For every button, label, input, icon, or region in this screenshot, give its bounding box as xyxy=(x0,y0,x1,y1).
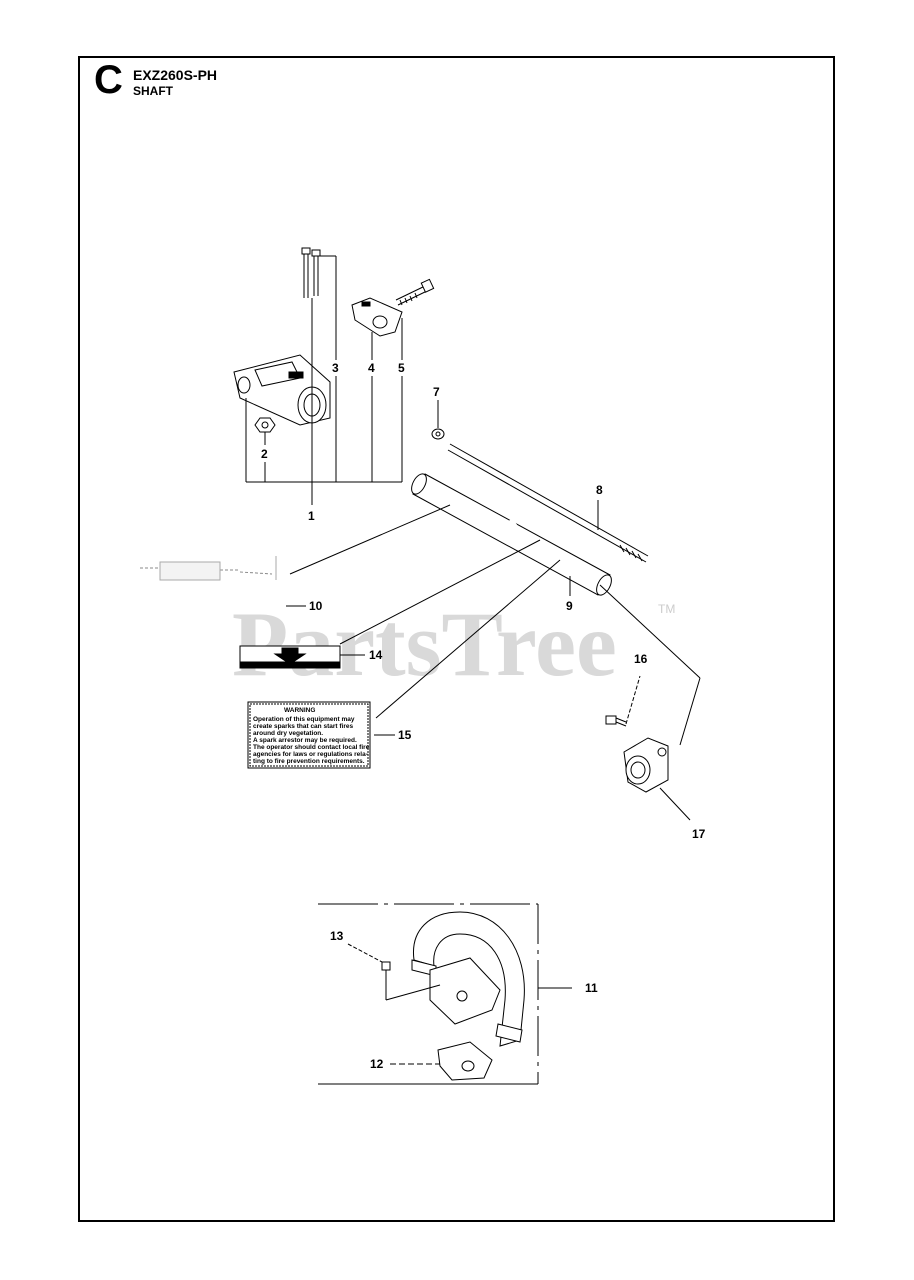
callout-4: 4 xyxy=(368,361,375,375)
warning-decal-part xyxy=(247,701,371,769)
callout-8: 8 xyxy=(596,483,603,497)
warning-line: Operation of this equipment may xyxy=(253,716,355,723)
warning-line: around dry vegetation. xyxy=(253,730,323,737)
warning-decal-text: WARNING Operation of this equipment may … xyxy=(253,707,370,765)
callout-5: 5 xyxy=(398,361,405,375)
warning-line: create sparks that can start fires xyxy=(253,723,353,730)
screw-13-part xyxy=(347,943,441,1001)
callout-9: 9 xyxy=(566,599,573,613)
callout-12: 12 xyxy=(370,1057,384,1071)
decal-strip-part xyxy=(140,556,277,581)
warning-heading: WARNING xyxy=(284,707,315,714)
watermark-text: PartsTree xyxy=(232,593,617,695)
shaft-coupling-part xyxy=(623,737,691,821)
clamp-bracket-part xyxy=(351,297,403,337)
callout-1: 1 xyxy=(308,509,315,523)
arrow-decal-part xyxy=(239,645,341,669)
diagram-title: SHAFT xyxy=(133,84,173,98)
warning-line: agencies for laws or regulations rela- xyxy=(253,751,368,758)
callout-16: 16 xyxy=(634,652,648,666)
warning-line: The operator should contact local fire xyxy=(253,744,370,751)
callout-2: 2 xyxy=(261,447,268,461)
bolt-part xyxy=(395,278,435,306)
drive-shaft-part xyxy=(447,443,649,563)
callout-10: 10 xyxy=(309,599,323,613)
warning-line: A spark arrestor may be required. xyxy=(253,737,357,744)
callout-13: 13 xyxy=(330,929,344,943)
callout-14: 14 xyxy=(369,648,383,662)
callout-15: 15 xyxy=(398,728,412,742)
callout-11: 11 xyxy=(585,981,598,995)
page-frame xyxy=(78,56,835,1222)
warning-line: ting to fire prevention requirements. xyxy=(253,758,365,765)
nut-part xyxy=(254,417,276,433)
model-number: EXZ260S-PH xyxy=(133,67,218,83)
section-letter: C xyxy=(94,58,123,102)
shaft-tube-part xyxy=(411,473,612,596)
watermark-trademark: TM xyxy=(658,602,675,616)
callout-7: 7 xyxy=(433,385,440,399)
screw-16-part xyxy=(605,675,641,727)
loop-handle-part xyxy=(411,911,525,1047)
clamp-housing-part xyxy=(233,354,331,426)
handle-clamp-part xyxy=(390,1041,493,1081)
callout-3: 3 xyxy=(332,361,339,375)
screws-part xyxy=(301,247,321,298)
washer-part xyxy=(431,400,445,440)
callout-17: 17 xyxy=(692,827,706,841)
